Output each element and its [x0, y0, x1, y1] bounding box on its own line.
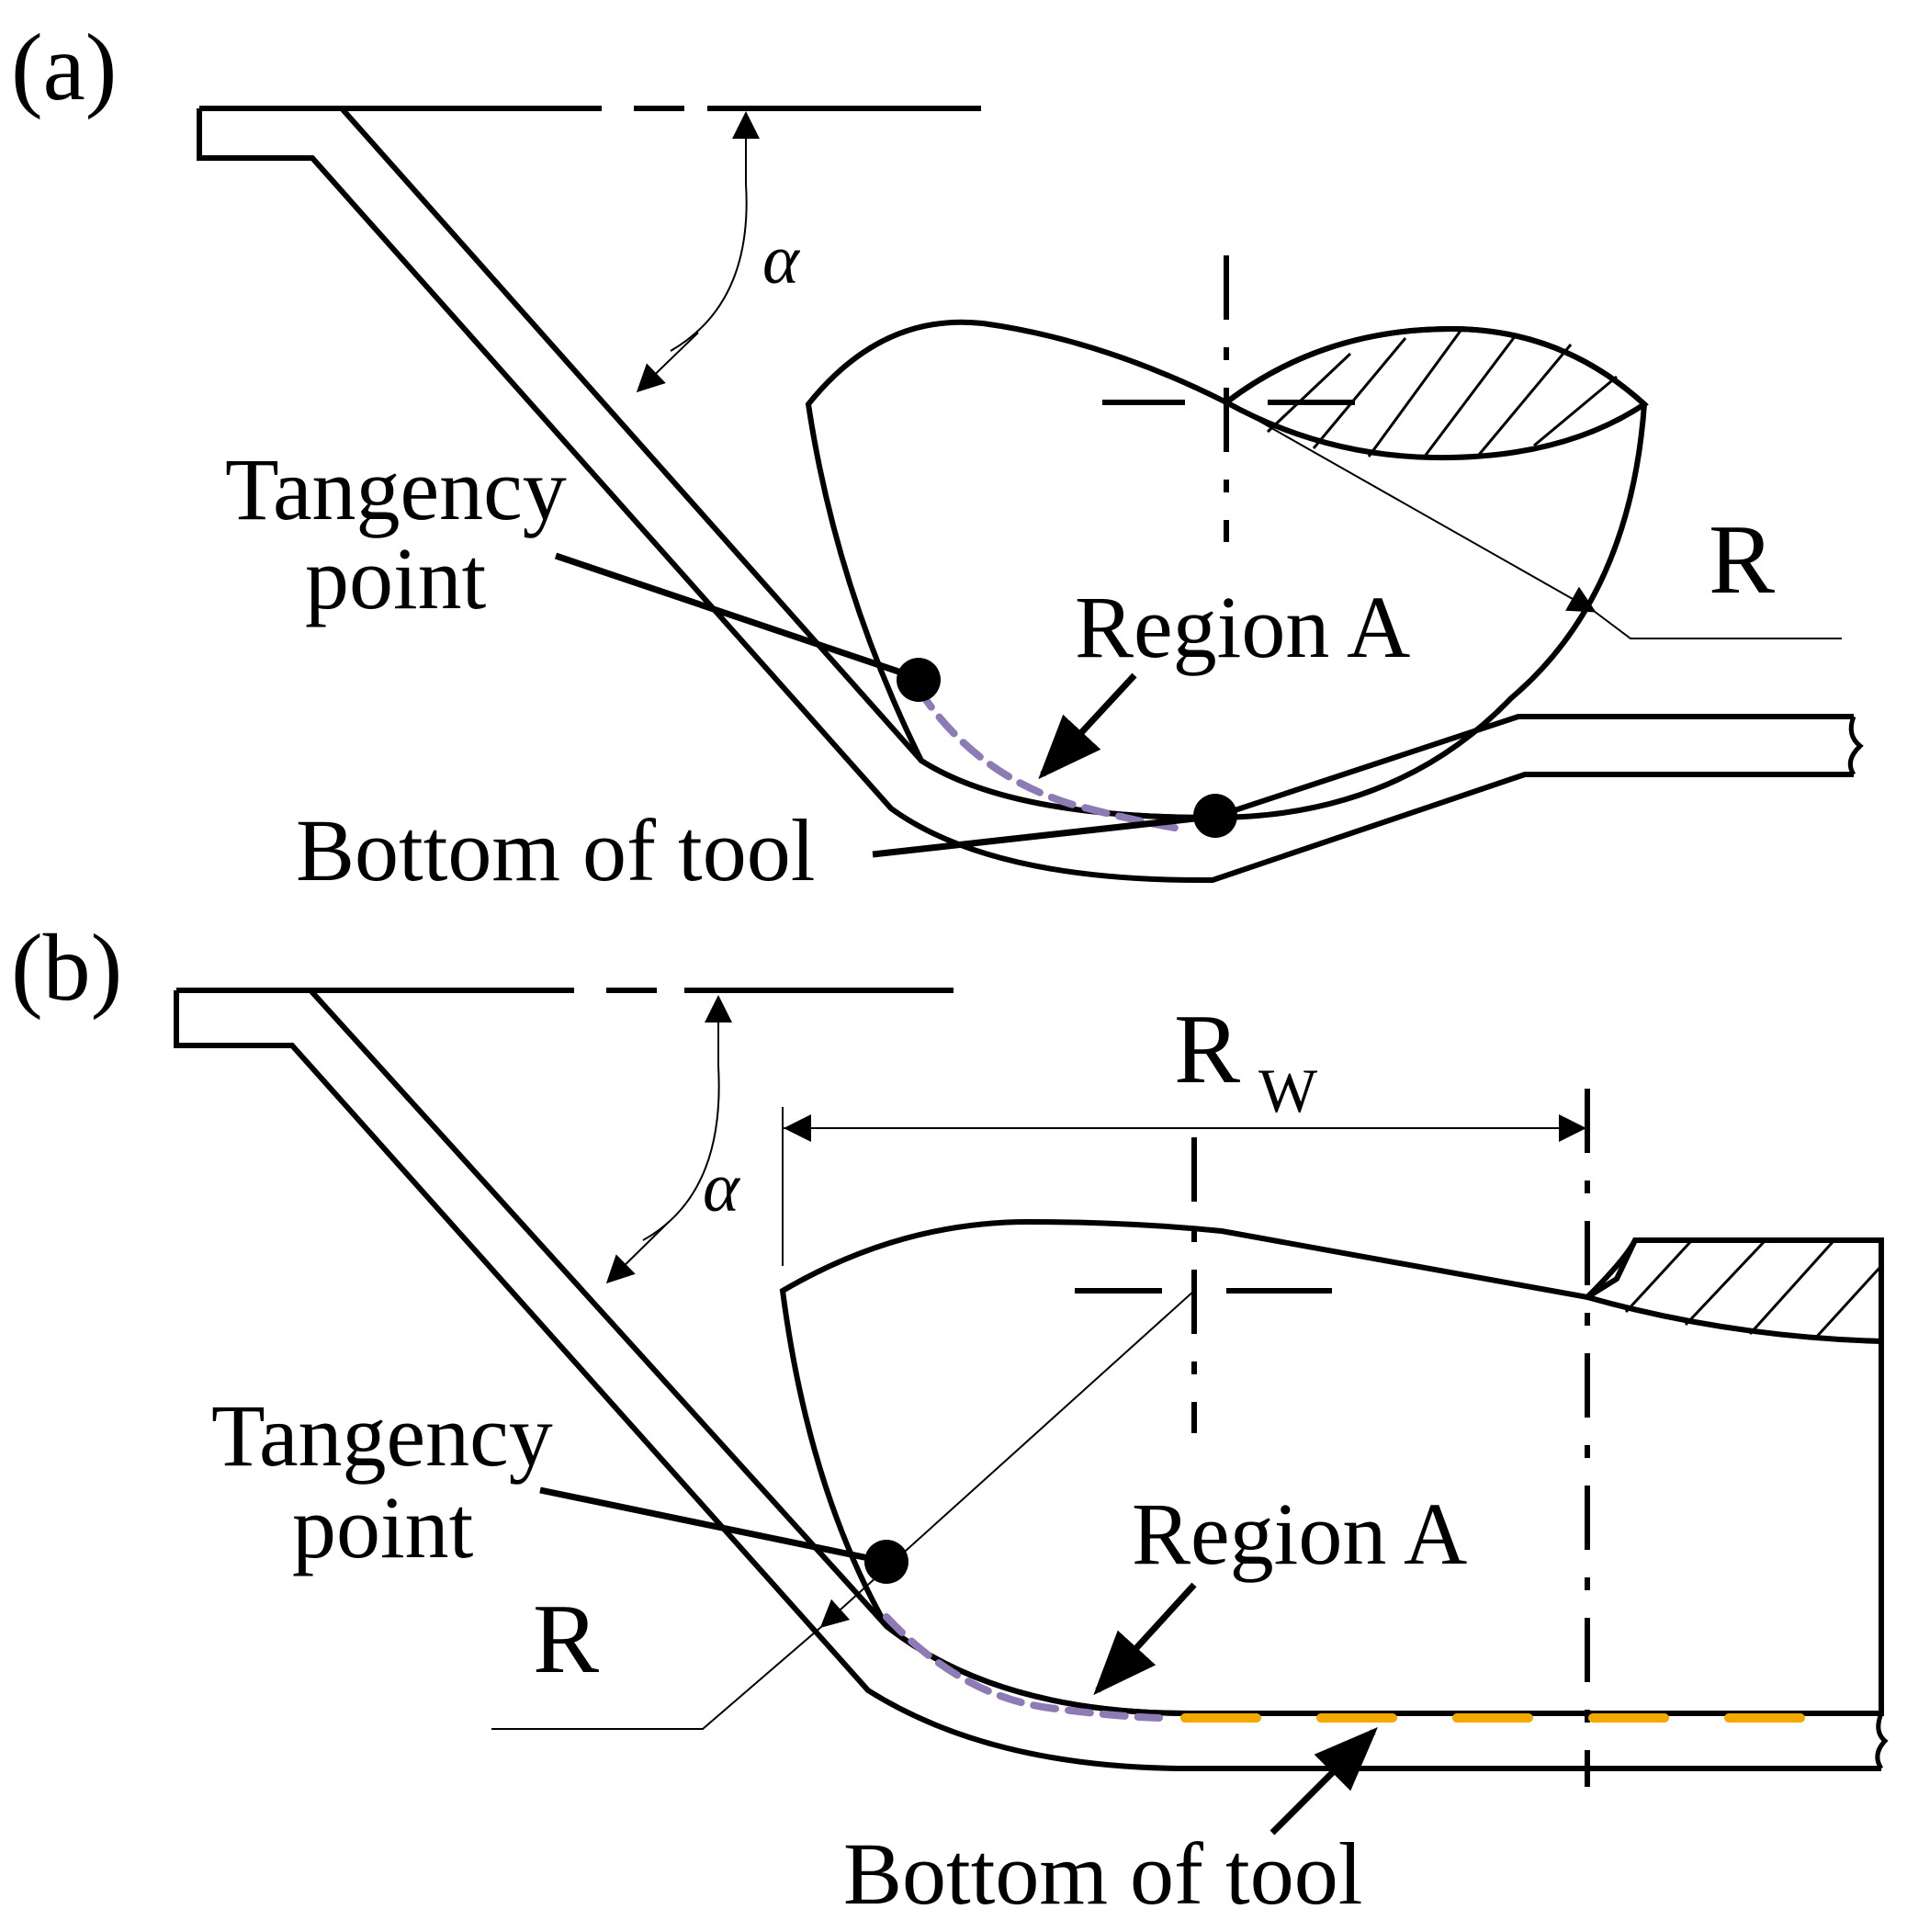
panel-a-angle-symbol: α — [762, 221, 801, 299]
panel-a-label: (a) — [11, 15, 117, 120]
panel-b-tangency-point — [864, 1540, 908, 1584]
panel-a-angle-arrow-down — [636, 332, 699, 393]
panel-a-bottom-leader — [872, 814, 1204, 858]
panel-b-tangency-leader — [539, 1486, 878, 1564]
panel-a-region-a-label: Region A — [1075, 578, 1410, 676]
panel-b-bottom-label: Bottom of tool — [843, 1825, 1362, 1923]
panel-b-radius-leader — [491, 1625, 823, 1730]
panel-b-width-label-main: R — [1174, 995, 1240, 1104]
panel-b-region-a-leader — [1093, 1582, 1197, 1696]
panel-a-radius-label: R — [1709, 505, 1775, 615]
panel-a-hatching — [1266, 330, 1618, 458]
panel-b-region-a-dashes — [883, 1613, 1163, 1722]
panel-a-region-a-leader — [1038, 672, 1137, 780]
panel-a-radius-line — [1225, 401, 1597, 613]
panel-b-bottom-leader — [1269, 1727, 1378, 1836]
panel-b-angle-arrow-down — [605, 1221, 670, 1284]
panel-a-sheet-lower-edge — [197, 108, 1854, 884]
panel-b-tool-section — [1582, 1237, 1884, 1345]
panel-b-tangency-label-line2: point — [292, 1478, 474, 1576]
panel-a-tool-section — [1221, 325, 1649, 461]
panel-b-hatching — [1624, 1240, 1883, 1341]
panel-b-tangency-label-line1: Tangency — [211, 1386, 553, 1485]
panel-b-sheet-upper-edge — [176, 988, 1881, 1716]
panel-a-tool-body — [805, 319, 1648, 821]
panel-b-region-a-label: Region A — [1132, 1485, 1467, 1583]
panel-b-sheet-break — [1875, 1712, 1889, 1770]
panel-a-angle-arc — [670, 183, 748, 352]
panel-b-width-label-sub: W — [1258, 1056, 1318, 1125]
panel-b-sheet-lower-edge — [174, 990, 1881, 1771]
panel-b: (b) α R W — [11, 915, 1889, 1923]
panel-a: (a) α R — [11, 15, 1864, 899]
panel-b-angle-symbol: α — [703, 1149, 741, 1226]
panel-b-label: (b) — [11, 915, 122, 1021]
panel-a-region-a-dashes — [915, 685, 1184, 832]
panel-a-bottom-label: Bottom of tool — [296, 801, 815, 899]
panel-b-tool-body — [779, 1218, 1884, 1716]
panel-a-tangency-point — [897, 658, 941, 702]
panel-a-sheet-break — [1847, 716, 1864, 776]
panel-a-bottom-point — [1193, 794, 1237, 838]
panel-a-tangency-label-line2: point — [305, 529, 487, 627]
panel-a-tangency-leader — [554, 552, 911, 679]
panel-b-radius-label: R — [533, 1585, 599, 1694]
panel-a-tangency-label-line1: Tangency — [225, 440, 567, 538]
panel-a-radius-leader — [1593, 610, 1842, 639]
